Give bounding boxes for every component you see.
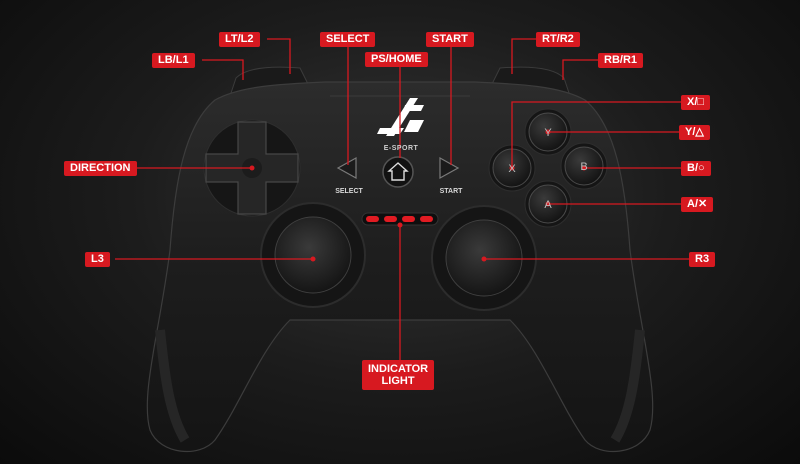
- leader-lt: [267, 38, 291, 74]
- select-print: SELECT: [335, 188, 363, 195]
- label-a-cross: A/✕: [681, 197, 714, 212]
- face-button-x-letter: X: [508, 163, 516, 175]
- left-stick: [260, 202, 366, 308]
- start-arrow: [439, 156, 460, 180]
- face-button-a-letter: A: [544, 199, 552, 211]
- label-y-triangle: Y/△: [679, 125, 710, 140]
- face-button-b-letter: B: [580, 161, 587, 173]
- label-b-circle: B/○: [681, 161, 711, 176]
- label-r3: R3: [689, 252, 716, 267]
- start-print: START: [440, 188, 464, 195]
- label-direction: DIRECTION: [64, 161, 137, 176]
- label-lt-l2: LT/L2: [219, 32, 260, 47]
- label-ps-home: PS/HOME: [365, 52, 428, 67]
- label-lb-l1: LB/L1: [152, 53, 195, 68]
- label-rt-r2: RT/R2: [536, 32, 580, 47]
- indicator-leds: [361, 212, 439, 226]
- leader-rb: [562, 59, 600, 80]
- label-l3: L3: [85, 252, 110, 267]
- label-indicator-line1: INDICATOR: [368, 363, 429, 375]
- label-x-square: X/□: [681, 95, 711, 110]
- leader-lines: [115, 38, 689, 360]
- home-icon: [387, 162, 409, 181]
- label-start: START: [426, 32, 474, 47]
- leader-rt: [511, 38, 538, 74]
- logo-text: E-SPORT: [384, 145, 419, 152]
- label-indicator-light: INDICATOR LIGHT: [362, 360, 435, 390]
- label-rb-r1: RB/R1: [598, 53, 644, 68]
- logo-mark: [377, 98, 424, 136]
- home-button-ring: [382, 156, 414, 188]
- leader-lb: [202, 59, 244, 80]
- face-buttons: [488, 108, 608, 228]
- label-indicator-line2: LIGHT: [381, 375, 415, 387]
- select-arrow: [336, 156, 357, 180]
- face-button-y-letter: Y: [544, 127, 552, 139]
- label-select: SELECT: [320, 32, 376, 47]
- leader-x: [511, 101, 681, 168]
- leader-dots: [249, 129, 587, 262]
